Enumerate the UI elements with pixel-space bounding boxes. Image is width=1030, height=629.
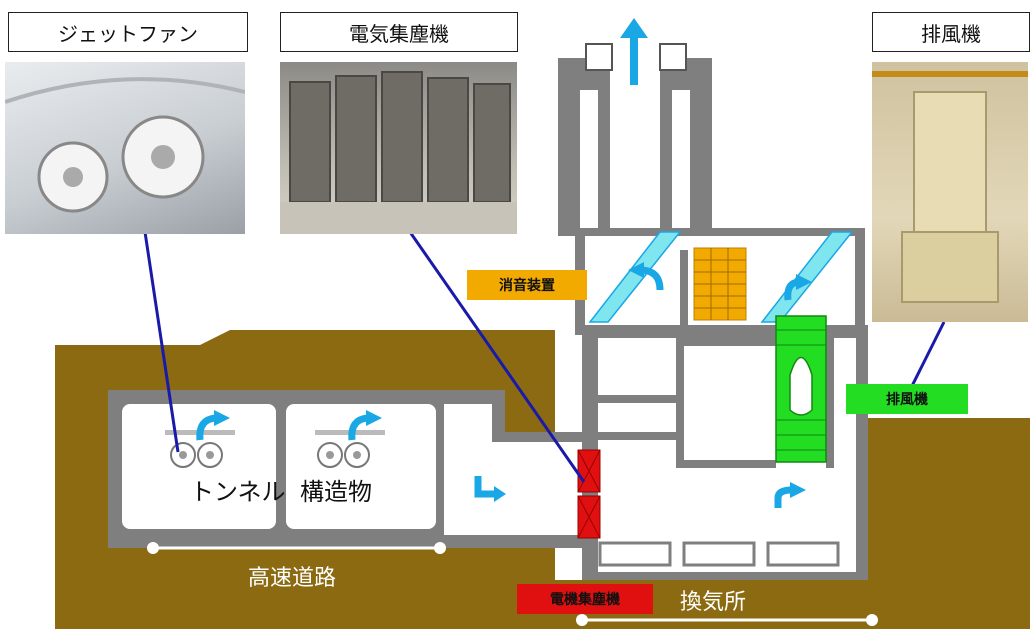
- partition-a: [598, 395, 676, 403]
- station-line: [576, 614, 878, 626]
- stack-left-cap: [585, 43, 613, 71]
- precipitator-tag: 電機集塵機: [517, 584, 653, 614]
- esp-title: 電気集塵機: [280, 12, 518, 52]
- partition-f: [826, 338, 834, 468]
- expressway-line: [147, 542, 446, 554]
- jet-fan-photo: [5, 62, 245, 234]
- stack-left-wall: [558, 58, 580, 236]
- silencer-tag: 消音装置: [467, 270, 587, 300]
- curved-arrow-icon: [196, 266, 801, 508]
- tunnel-passage: [444, 404, 582, 535]
- basement-cell-1: [598, 541, 672, 567]
- ground-right: [860, 418, 1030, 629]
- partition-d: [684, 460, 776, 468]
- expressway-label: 高速道路: [248, 566, 337, 591]
- jet-fan-title: ジェットファン: [8, 12, 248, 52]
- tunnel-label: トンネル: [190, 478, 286, 506]
- stack-right-cap: [659, 43, 687, 71]
- exhaust-fan-tag: 排風機: [846, 384, 968, 414]
- silencer-duct-left: [588, 231, 682, 323]
- partition-b: [676, 338, 684, 468]
- basement-cell-3: [766, 541, 840, 567]
- structure-label: 構造物: [300, 478, 372, 506]
- stack-right-fin: [660, 58, 690, 230]
- stack-left-fin: [580, 58, 610, 230]
- partition-c: [598, 432, 676, 440]
- upper-floor-divider: [680, 250, 688, 325]
- exhaust-fan-icon: [775, 315, 827, 463]
- tunnel-left-chamber: [122, 404, 276, 529]
- ventilation-station-label: 換気所: [680, 590, 747, 615]
- leader-lines: [143, 231, 946, 483]
- silencer-unit: [693, 247, 747, 321]
- basement-cell-2: [682, 541, 756, 567]
- esp-photo: [280, 62, 517, 234]
- up-arrow-icon: [620, 18, 648, 85]
- exhaust-fan-photo: [872, 62, 1028, 322]
- exhaust-fan-title: 排風機: [872, 12, 1030, 52]
- stack-right-wall: [690, 58, 712, 236]
- partition-e: [684, 338, 776, 346]
- arrow-heads: [214, 262, 812, 502]
